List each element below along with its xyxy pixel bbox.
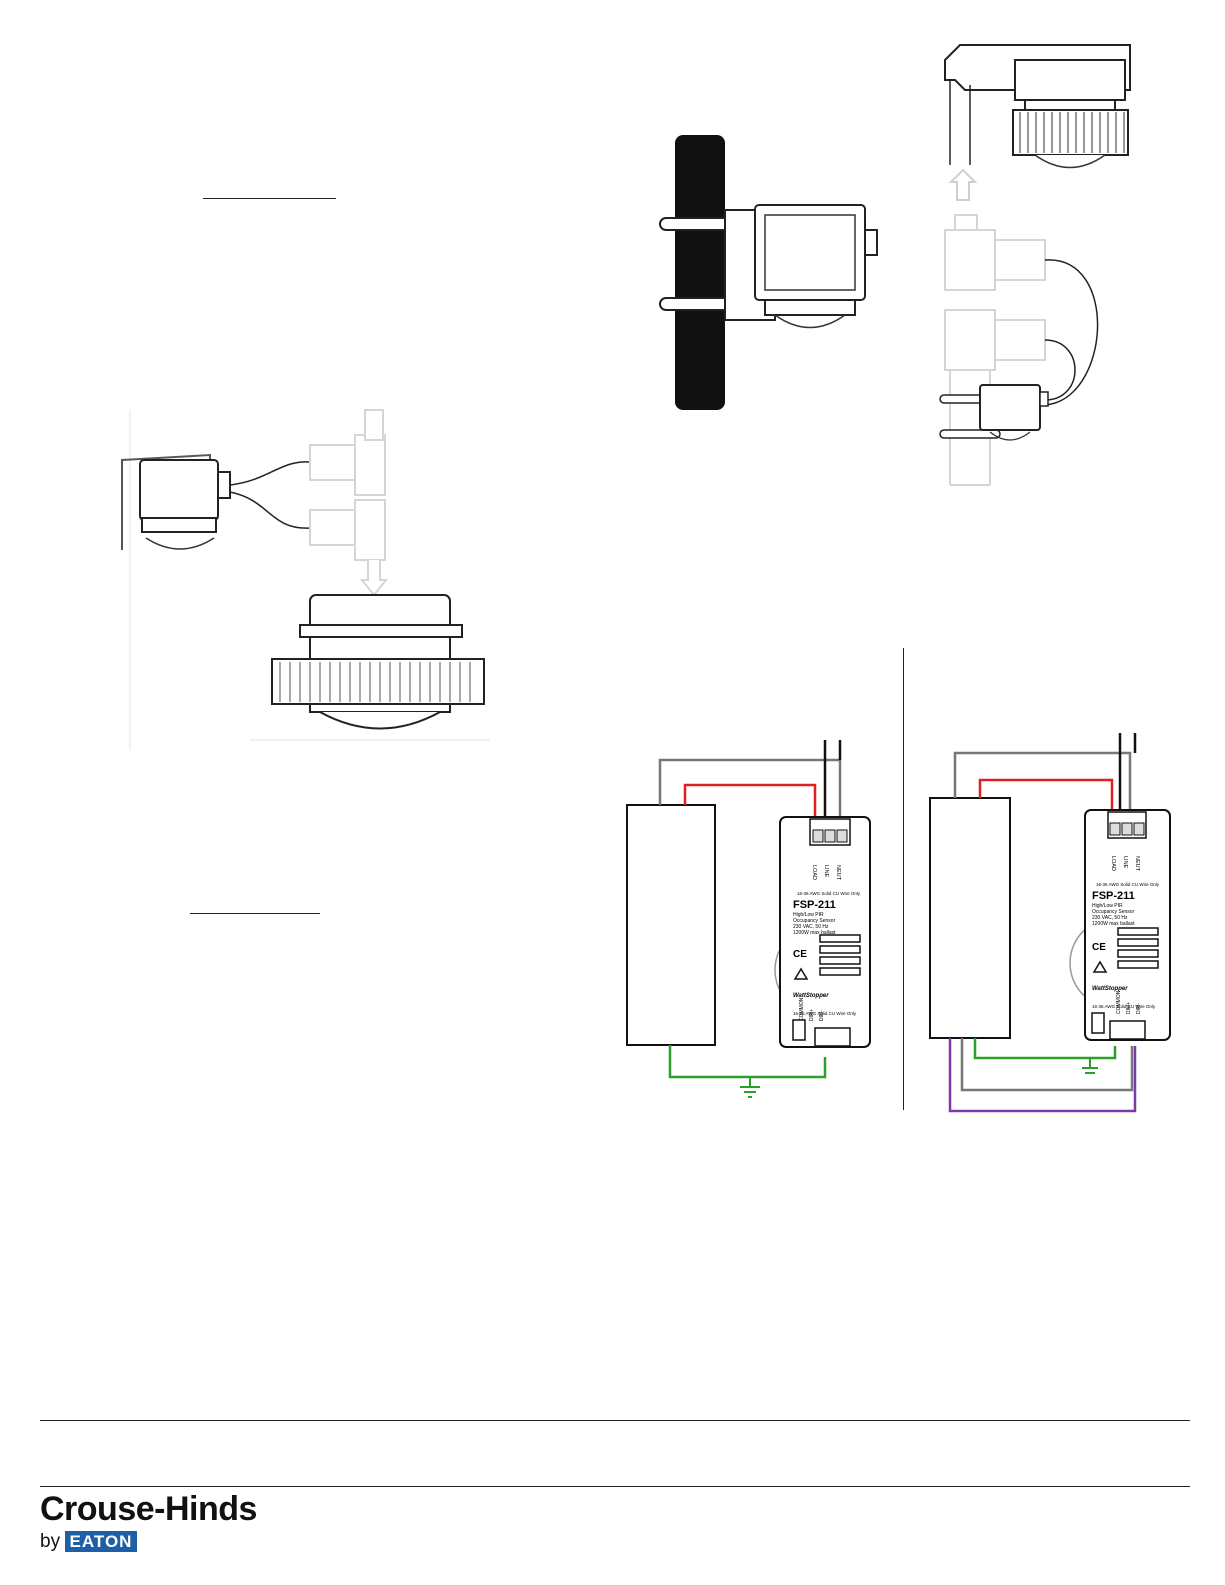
svg-text:DIM-: DIM- [819,1010,825,1021]
svg-text:LOAD: LOAD [1110,856,1116,871]
dim-plus-wire-b [948,1038,1137,1113]
svg-text:High/Low PIR: High/Low PIR [1092,903,1123,909]
diagram-divider [903,648,904,1110]
fixture-mount-figure [121,409,490,750]
svg-text:LOAD: LOAD [811,865,817,880]
line-wire-b [978,778,1114,811]
eaton-logo: EATON [64,1531,138,1552]
svg-text:DIM-: DIM- [1136,1003,1142,1014]
fsp-211-module-a: LOAD LINE NEUT 16-36 AWG Solid CU Wire O… [774,816,871,1048]
neutral-wire-b [953,751,1132,811]
svg-text:COMMON: COMMON [799,997,805,1021]
svg-text:DIM+: DIM+ [1126,1002,1132,1014]
wiring-diagram-b: LOAD LINE NEUT 16-36 AWG Solid CU Wire O… [929,733,1171,1113]
footer-rule-top [40,1420,1190,1421]
svg-text:LINE: LINE [823,865,829,878]
ground-wire-a [668,1045,827,1079]
svg-text:16-36 AWG Solid CU Wire Only: 16-36 AWG Solid CU Wire Only [1092,1004,1156,1009]
brand-by: by [40,1531,61,1552]
heading-underline-bottom [190,903,320,914]
sensor-body [139,459,219,521]
svg-text:WattStopper: WattStopper [1092,986,1128,992]
wiring-diagram-a: LOAD LINE NEUT 16-36 AWG Solid CU Wire O… [626,740,871,1098]
heading-underline-top [203,188,336,199]
svg-text:16-36 AWG Solid CU Wire Only: 16-36 AWG Solid CU Wire Only [793,1011,857,1016]
svg-text:High/Low PIR: High/Low PIR [793,912,824,918]
svg-text:FSP-211: FSP-211 [1092,890,1135,902]
svg-text:230 VAC, 50 Hz: 230 VAC, 50 Hz [1092,915,1128,921]
footer-rule-bottom [40,1486,1190,1487]
svg-text:LINE: LINE [1122,856,1128,869]
fsp-211-module-b: LOAD LINE NEUT 16-36 AWG Solid CU Wire O… [1069,809,1171,1041]
driver-box-a [626,804,716,1046]
svg-text:16-36 AWG Solid CU Wire Only: 16-36 AWG Solid CU Wire Only [1096,882,1160,887]
ground-wire-b [973,1038,1117,1060]
pole-mount-figure [659,135,878,410]
svg-text:FSP-211: FSP-211 [793,899,836,911]
svg-text:NEUT: NEUT [835,865,841,881]
svg-text:CE: CE [1092,942,1106,953]
svg-text:CE: CE [793,949,807,960]
luminaire [271,594,485,730]
line-wire-a [683,783,817,818]
pole-luminaire-figure [939,44,1131,486]
svg-text:1200W max ballast: 1200W max ballast [793,930,836,936]
pole [675,135,725,410]
svg-text:230 VAC, 50 Hz: 230 VAC, 50 Hz [793,924,829,930]
driver-box-b [929,797,1011,1039]
tee-connectors [309,409,389,597]
brand-name: Crouse-Hinds [40,1490,257,1528]
svg-text:1200W max ballast: 1200W max ballast [1092,921,1135,927]
svg-text:16-36 AWG Solid CU Wire Only: 16-36 AWG Solid CU Wire Only [797,891,861,896]
neutral-wire-a [658,758,842,818]
svg-text:NEUT: NEUT [1134,856,1140,872]
svg-text:WattStopper: WattStopper [793,993,829,999]
brand-logo: Crouse-Hinds by EATON [40,1490,257,1553]
svg-text:DIM+: DIM+ [809,1009,815,1021]
dim-minus-wire-b [960,1038,1134,1092]
svg-text:COMMON: COMMON [1116,990,1122,1014]
svg-text:Occupancy Sensor: Occupancy Sensor [1092,909,1135,915]
svg-text:Occupancy Sensor: Occupancy Sensor [793,918,836,924]
